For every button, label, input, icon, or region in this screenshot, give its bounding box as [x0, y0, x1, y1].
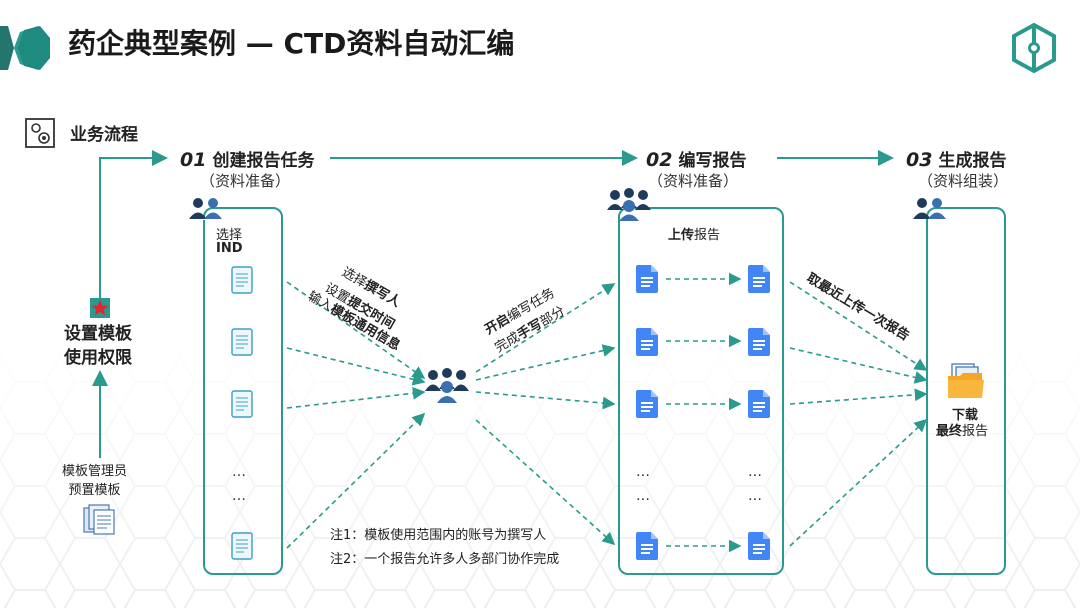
- google-doc-icon: [636, 532, 658, 560]
- ellipsis: …: [636, 464, 652, 480]
- google-doc-icon: [748, 532, 770, 560]
- setup-permission-label: 设置模板 使用权限: [64, 322, 132, 370]
- final-report-label: 最终报告: [936, 420, 988, 439]
- ellipsis: …: [748, 464, 764, 480]
- stage-1-box: [203, 207, 283, 575]
- stage-1-num: 01: [180, 149, 207, 171]
- group-icon: [607, 188, 651, 221]
- upload-prefix: 上传: [668, 228, 695, 243]
- upload-suffix: 报告: [694, 228, 721, 243]
- final-rest: 报告: [962, 424, 989, 439]
- title-hexagon-icon: [0, 26, 50, 70]
- google-doc-icon: [636, 265, 658, 293]
- users-icon: [188, 198, 224, 220]
- stage-3-sub: （资料组装）: [918, 172, 1009, 190]
- ellipsis: …: [232, 464, 248, 480]
- ellipsis: …: [232, 488, 248, 504]
- scroll-doc-icon: [231, 532, 253, 560]
- scroll-doc-icon: [231, 266, 253, 294]
- google-doc-icon: [748, 265, 770, 293]
- group-icon: [425, 368, 469, 403]
- folder-icon: [948, 363, 984, 398]
- ellipsis: …: [636, 488, 652, 504]
- stage-1-name: 创建报告任务: [212, 151, 315, 171]
- stage-3-box: [926, 207, 1006, 575]
- google-doc-icon: [636, 390, 658, 418]
- setup-line2: 使用权限: [64, 348, 132, 368]
- note-2: 注2：一个报告允许多人多部门协作完成: [330, 552, 560, 567]
- admin-line2: 预置模板: [68, 483, 121, 498]
- final-bold: 最终: [936, 424, 963, 439]
- select-value: IND: [216, 241, 243, 256]
- scroll-doc-icon: [231, 328, 253, 356]
- google-doc-icon: [748, 328, 770, 356]
- setup-line1: 设置模板: [64, 324, 132, 344]
- document-stack-icon: [83, 504, 115, 535]
- process-icon: [25, 118, 55, 148]
- upload-label: 上传报告: [668, 224, 720, 243]
- star-icon: [90, 298, 110, 318]
- slide-title: 药企典型案例 — CTD资料自动汇编: [68, 27, 515, 60]
- admin-line1: 模板管理员: [62, 464, 128, 479]
- stage-2-name: 编写报告: [678, 151, 747, 171]
- hex-background: [0, 330, 1080, 608]
- note-1: 注1：模板使用范围内的账号为撰写人: [330, 528, 547, 543]
- stage-2-sub: （资料准备）: [648, 172, 739, 190]
- download-label: 下载: [952, 408, 979, 423]
- scroll-doc-icon: [231, 390, 253, 418]
- stage-3-num: 03: [906, 149, 933, 171]
- stage-2-box: [618, 207, 784, 575]
- section-label: 业务流程: [70, 125, 138, 145]
- stage-1-sub: （资料准备）: [200, 172, 291, 190]
- stage-3-name: 生成报告: [938, 151, 1007, 171]
- google-doc-icon: [748, 390, 770, 418]
- notes: 注1：模板使用范围内的账号为撰写人 注2：一个报告允许多人多部门协作完成: [330, 524, 570, 572]
- hexagon-logo-icon: [1012, 22, 1056, 74]
- admin-label: 模板管理员 预置模板: [62, 462, 127, 500]
- users-icon: [913, 198, 946, 219]
- stage-2-num: 02: [646, 149, 673, 171]
- ellipsis: …: [748, 488, 764, 504]
- google-doc-icon: [636, 328, 658, 356]
- select-label: 选择: [216, 228, 243, 243]
